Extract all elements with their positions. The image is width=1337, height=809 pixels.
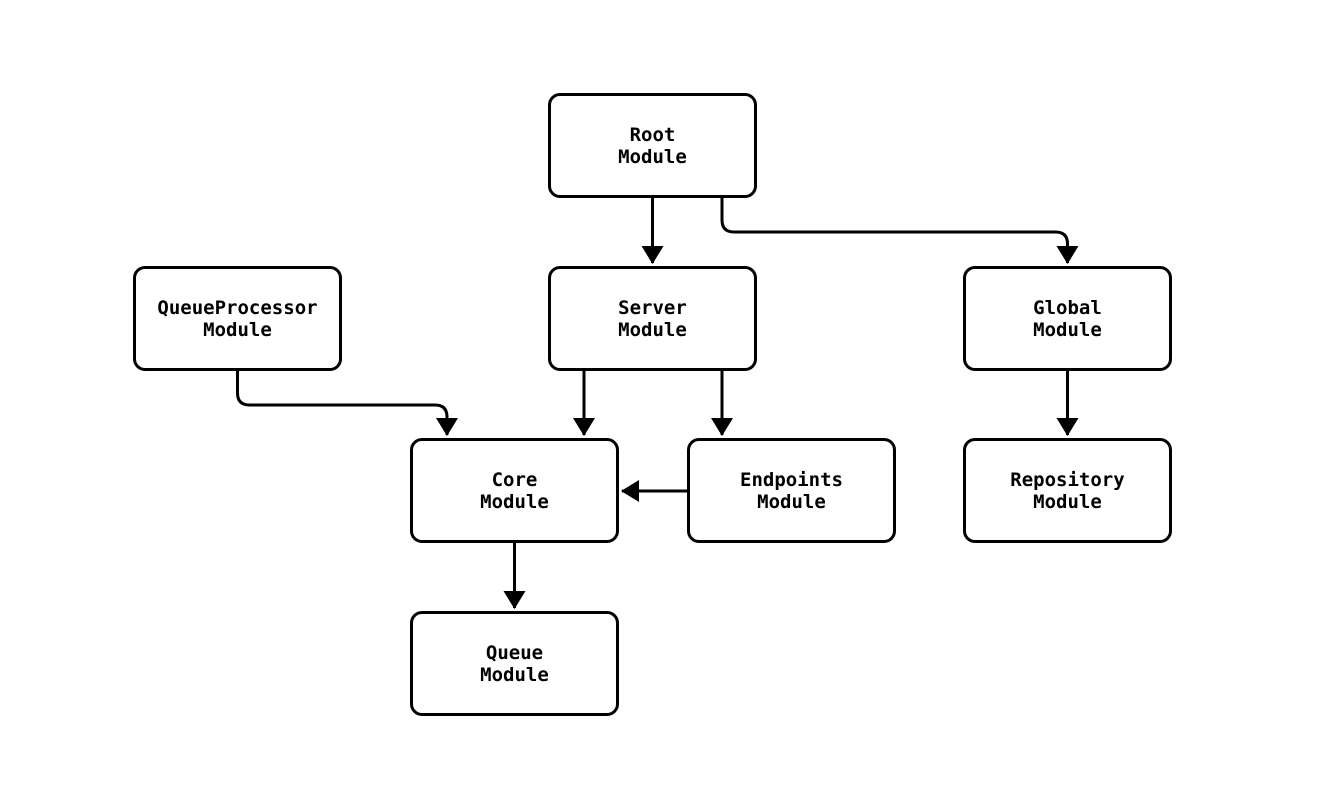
node-label-line: Module — [1033, 490, 1102, 513]
node-label-line: Module — [480, 490, 549, 513]
edge-root-module-to-global-module — [720, 198, 1079, 264]
node-label-line: QueueProcessor — [157, 296, 318, 319]
node-label-line: Global — [1033, 296, 1102, 319]
node-label-line: Repository — [1010, 468, 1125, 491]
node-label-line: Module — [203, 318, 272, 341]
node-label-line: Core — [491, 468, 538, 491]
node-label-line: Server — [618, 296, 687, 319]
node-label-line: Module — [757, 490, 826, 513]
node-label-line: Root — [629, 123, 676, 146]
node-label-line: Queue — [485, 641, 544, 664]
node-label-line: Endpoints — [740, 468, 843, 491]
node-label-line: Module — [618, 145, 687, 168]
node-label-line: Module — [1033, 318, 1102, 341]
node-label-line: Module — [618, 318, 687, 341]
edge-queueprocessor-module-to-core-module — [236, 371, 458, 436]
node-label-line: Module — [480, 663, 549, 686]
